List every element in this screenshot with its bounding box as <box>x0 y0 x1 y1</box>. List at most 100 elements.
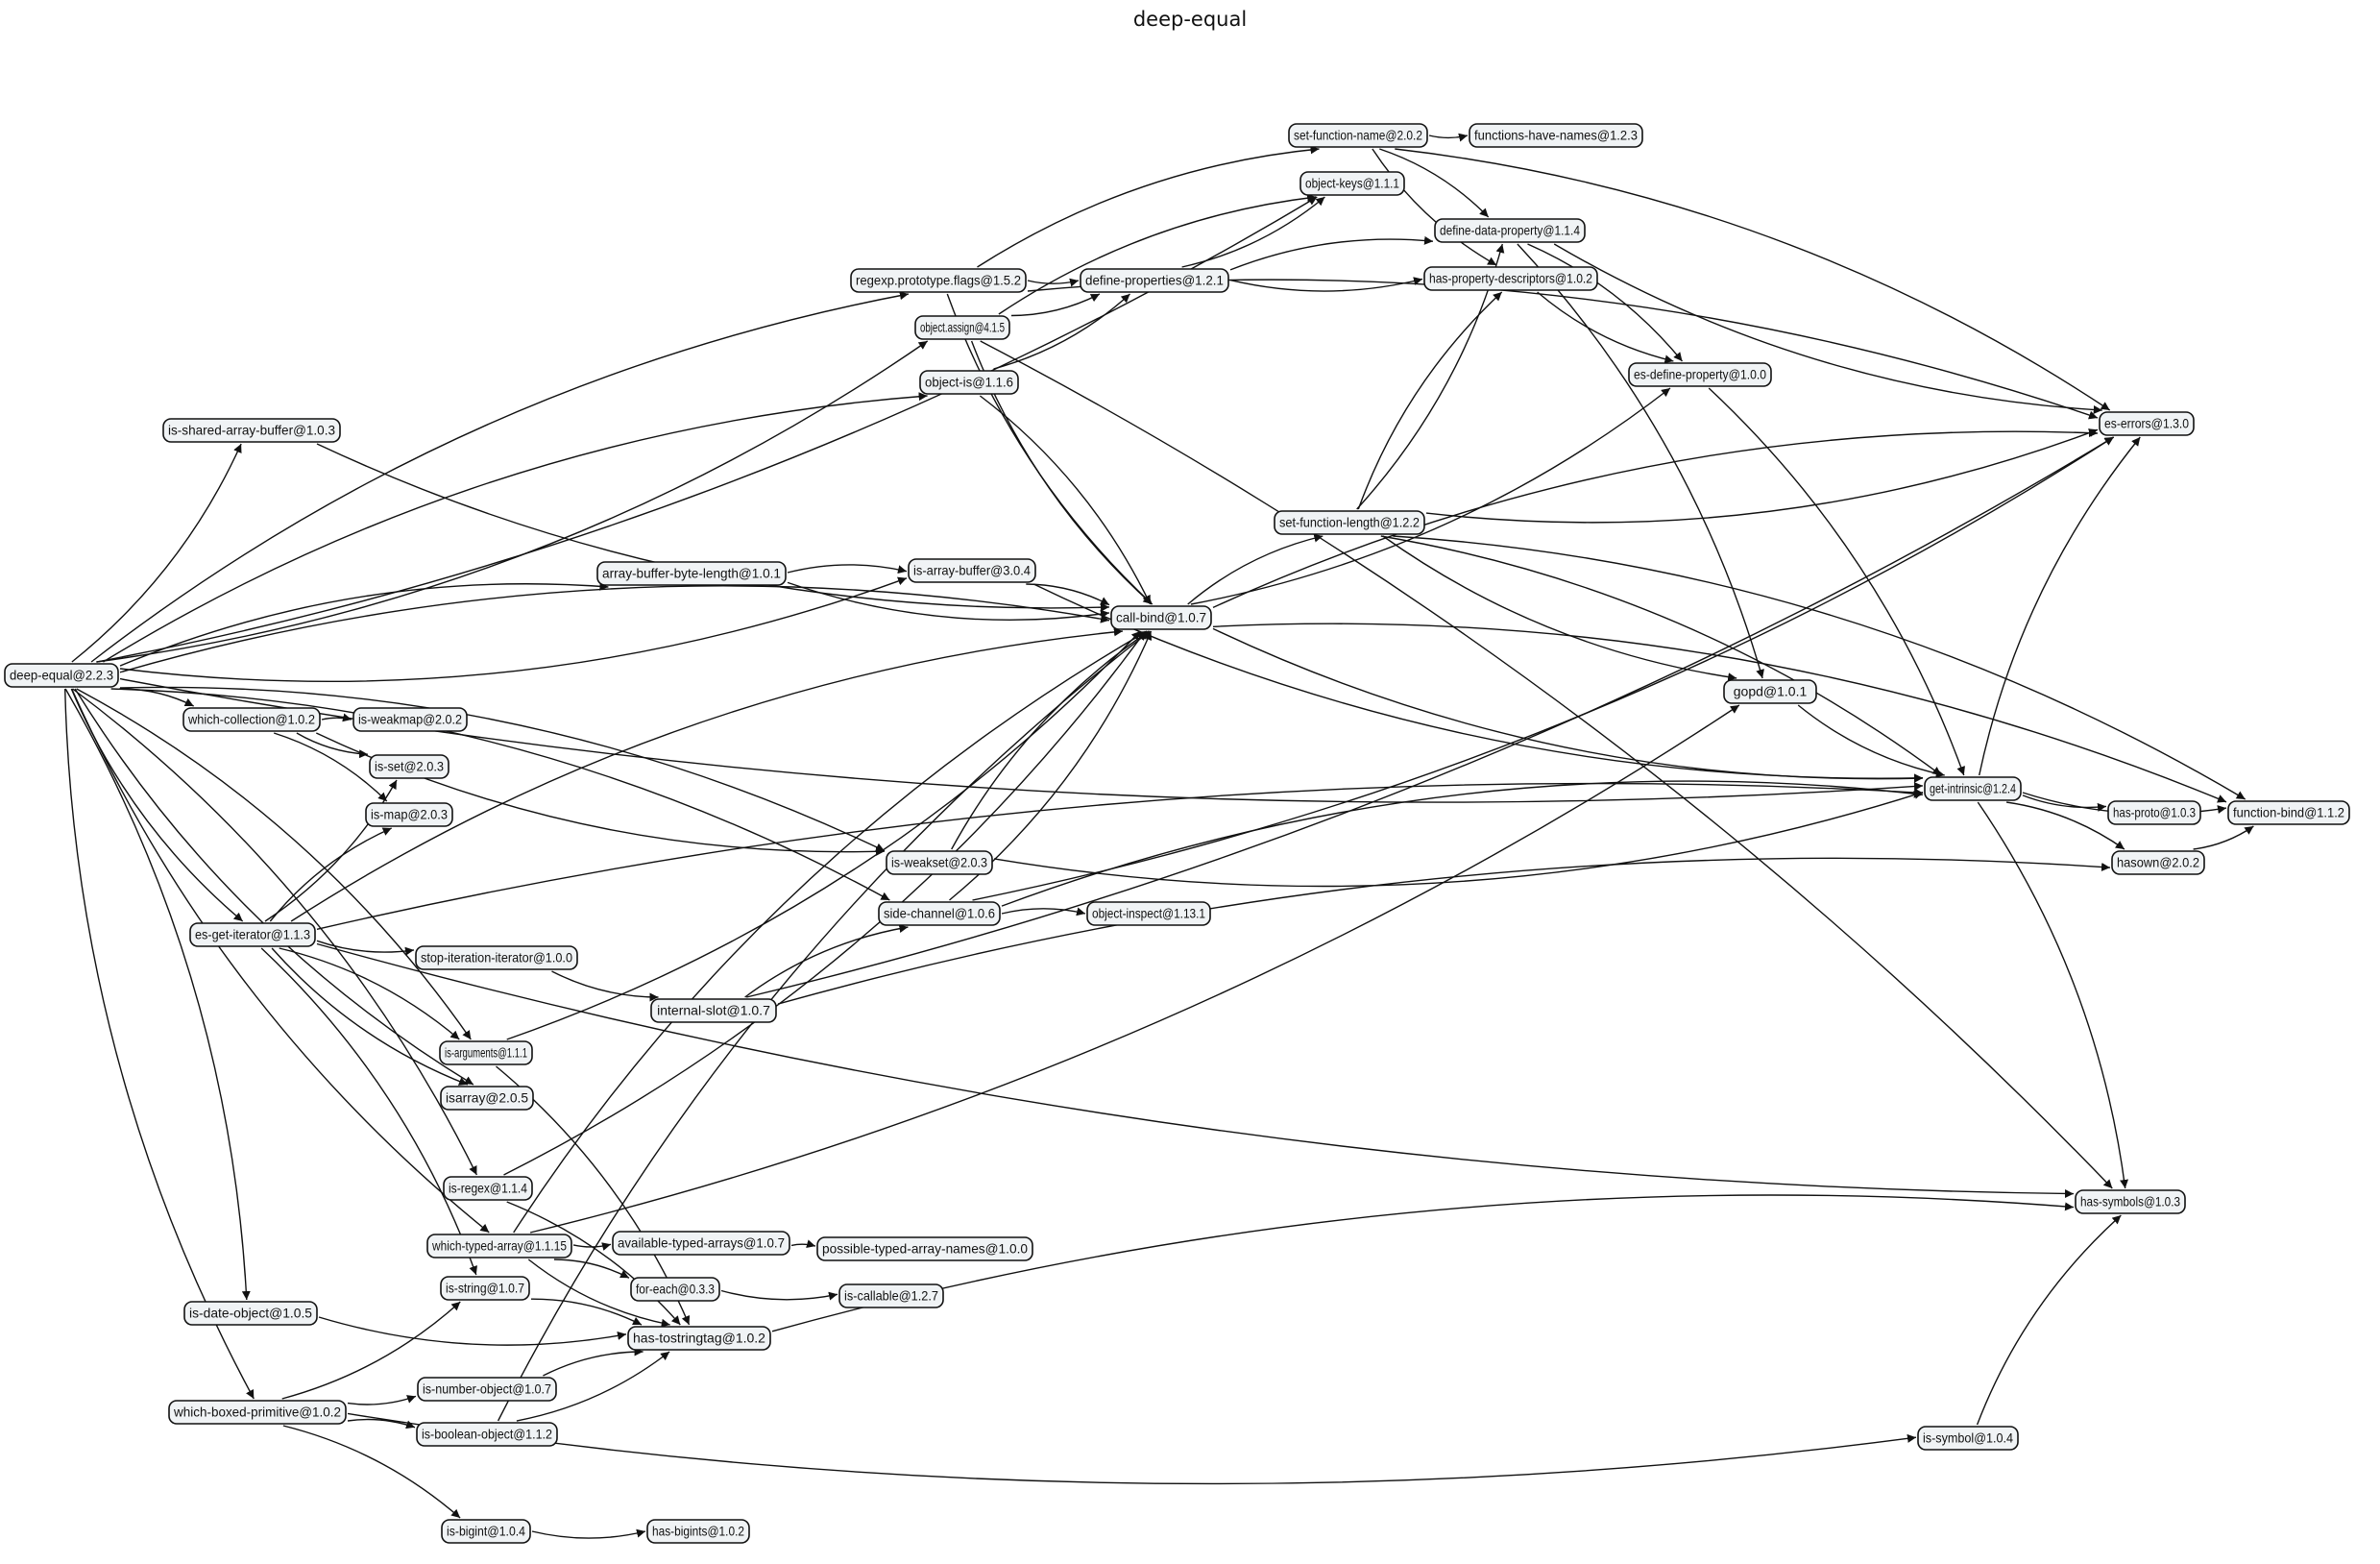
node-for-each[interactable]: for-each@0.3.3 <box>630 1277 720 1302</box>
node-label: regexp.prototype.flags@1.5.2 <box>856 273 1021 288</box>
node-box <box>1288 123 1428 148</box>
node-side-channel[interactable]: side-channel@1.0.6 <box>878 901 1001 926</box>
node-set-function-name[interactable]: set-function-name@2.0.2 <box>1288 123 1428 148</box>
edge-regexp.prototype.flags-to-call-bind <box>946 293 1154 605</box>
node-set-function-length[interactable]: set-function-length@1.2.2 <box>1274 510 1425 535</box>
node-es-errors[interactable]: es-errors@1.3.0 <box>2099 411 2195 436</box>
node-box <box>168 1400 347 1425</box>
node-has-property-descriptors[interactable]: has-property-descriptors@1.0.2 <box>1423 266 1598 291</box>
edge-which-collection-to-is-map <box>273 732 388 802</box>
node-box <box>162 418 341 443</box>
edge-which-typed-array-to-for-each <box>553 1259 630 1279</box>
node-is-callable[interactable]: is-callable@1.2.7 <box>838 1283 944 1308</box>
node-box <box>1080 268 1229 293</box>
node-is-shared-array-buffer[interactable]: is-shared-array-buffer@1.0.3 <box>162 418 341 443</box>
edge-set-function-name-to-has-property-descriptors <box>1372 148 1497 266</box>
node-define-data-property[interactable]: define-data-property@1.1.4 <box>1434 218 1586 243</box>
node-has-proto[interactable]: has-proto@1.0.3 <box>2107 800 2201 825</box>
node-functions-have-names[interactable]: functions-have-names@1.2.3 <box>1469 123 1643 148</box>
node-label: which-typed-array@1.1.15 <box>431 1238 567 1254</box>
node-is-boolean-object[interactable]: is-boolean-object@1.1.2 <box>416 1422 558 1447</box>
node-box <box>1723 679 1817 704</box>
node-has-symbols[interactable]: has-symbols@1.0.3 <box>2075 1189 2186 1214</box>
edge-define-data-property-to-es-define-property <box>1527 243 1684 362</box>
node-box <box>1469 123 1643 148</box>
node-which-collection[interactable]: which-collection@1.0.2 <box>182 707 321 732</box>
node-hasown[interactable]: hasown@2.0.2 <box>2111 850 2205 875</box>
edge-es-get-iterator-to-is-string <box>260 947 477 1276</box>
edge-which-typed-array-to-call-bind <box>513 630 1148 1234</box>
node-get-intrinsic[interactable]: get-intrinsic@1.2.4 <box>1924 776 2022 801</box>
node-box <box>1299 171 1405 196</box>
edge-side-channel-to-get-intrinsic <box>1001 780 1924 907</box>
node-box <box>878 901 1001 926</box>
node-deep-equal[interactable]: deep-equal@2.2.3 <box>4 663 119 688</box>
edge-call-bind-to-es-errors <box>1212 428 2099 609</box>
edge-which-boxed-primitive-to-is-number-object <box>347 1395 417 1405</box>
node-has-bigints[interactable]: has-bigints@1.0.2 <box>646 1519 750 1544</box>
node-available-typed-arrays[interactable]: available-typed-arrays@1.0.7 <box>612 1231 790 1256</box>
edge-deep-equal-to-is-shared-array-buffer <box>71 443 242 663</box>
edge-call-bind-to-es-define-property <box>1190 387 1671 605</box>
node-internal-slot[interactable]: internal-slot@1.0.7 <box>650 998 777 1023</box>
node-label: object-keys@1.1.1 <box>1305 176 1399 191</box>
node-box <box>183 1301 318 1326</box>
node-box <box>612 1231 790 1256</box>
edge-which-boxed-primitive-to-is-symbol <box>347 1412 1917 1485</box>
node-define-properties[interactable]: define-properties@1.2.1 <box>1080 268 1229 293</box>
node-gopd[interactable]: gopd@1.0.1 <box>1723 679 1817 704</box>
node-is-symbol[interactable]: is-symbol@1.0.4 <box>1917 1426 2019 1451</box>
node-which-boxed-primitive[interactable]: which-boxed-primitive@1.0.2 <box>168 1400 347 1425</box>
node-is-weakmap[interactable]: is-weakmap@2.0.2 <box>352 707 468 732</box>
edge-deep-equal-to-is-arguments <box>76 688 472 1040</box>
node-stop-iteration-iterator[interactable]: stop-iteration-iterator@1.0.0 <box>415 945 578 970</box>
edge-deep-equal-to-is-weakset <box>119 686 886 852</box>
node-es-get-iterator[interactable]: es-get-iterator@1.1.3 <box>189 922 316 947</box>
node-is-bigint[interactable]: is-bigint@1.0.4 <box>441 1519 531 1544</box>
node-function-bind[interactable]: function-bind@1.1.2 <box>2227 800 2350 825</box>
node-is-string[interactable]: is-string@1.0.7 <box>440 1276 530 1301</box>
node-is-set[interactable]: is-set@2.0.3 <box>369 754 449 779</box>
node-box <box>886 850 993 875</box>
node-is-map[interactable]: is-map@2.0.3 <box>365 802 453 827</box>
edge-get-intrinsic-to-has-proto <box>2022 794 2107 812</box>
edge-which-boxed-primitive-to-is-boolean-object <box>347 1418 416 1430</box>
edge-which-typed-array-to-gopd <box>529 704 1740 1234</box>
node-label: array-buffer-byte-length@1.0.1 <box>602 566 781 581</box>
node-possible-typed-array-names[interactable]: possible-typed-array-names@1.0.0 <box>816 1236 1033 1261</box>
node-box <box>1086 901 1211 926</box>
node-is-date-object[interactable]: is-date-object@1.0.5 <box>183 1301 318 1326</box>
node-box <box>369 754 449 779</box>
edge-array-buffer-byte-length-to-is-array-buffer <box>787 564 908 574</box>
node-box <box>1110 605 1212 630</box>
node-is-weakset[interactable]: is-weakset@2.0.3 <box>886 850 993 875</box>
edge-array-buffer-byte-length-to-call-bind <box>787 581 1110 622</box>
node-box <box>441 1519 531 1544</box>
node-object.assign[interactable]: object.assign@4.1.5 <box>914 315 1010 340</box>
node-object-keys[interactable]: object-keys@1.1.1 <box>1299 171 1405 196</box>
node-isarray[interactable]: isarray@2.0.5 <box>440 1086 534 1111</box>
node-is-regex[interactable]: is-regex@1.1.4 <box>443 1176 533 1201</box>
node-array-buffer-byte-length[interactable]: array-buffer-byte-length@1.0.1 <box>596 561 787 586</box>
node-label: available-typed-arrays@1.0.7 <box>618 1235 785 1251</box>
node-box <box>2227 800 2350 825</box>
edges-layer <box>64 133 2254 1539</box>
node-regexp.prototype.flags[interactable]: regexp.prototype.flags@1.5.2 <box>850 268 1027 293</box>
node-label: es-define-property@1.0.0 <box>1634 367 1766 382</box>
node-object-inspect[interactable]: object-inspect@1.13.1 <box>1086 901 1211 926</box>
node-is-arguments[interactable]: is-arguments@1.1.1 <box>439 1040 533 1065</box>
node-which-typed-array[interactable]: which-typed-array@1.1.15 <box>426 1234 572 1259</box>
node-is-array-buffer[interactable]: is-array-buffer@3.0.4 <box>908 558 1036 583</box>
node-es-define-property[interactable]: es-define-property@1.0.0 <box>1628 362 1772 387</box>
edge-is-array-buffer-to-call-bind <box>1026 583 1110 606</box>
node-label: is-map@2.0.3 <box>371 807 448 822</box>
node-is-number-object[interactable]: is-number-object@1.0.7 <box>417 1377 557 1402</box>
node-label: get-intrinsic@1.2.4 <box>1930 781 2016 796</box>
node-has-tostringtag[interactable]: has-tostringtag@1.0.2 <box>627 1326 771 1351</box>
node-call-bind[interactable]: call-bind@1.0.7 <box>1110 605 1212 630</box>
node-box <box>1274 510 1425 535</box>
node-label: is-callable@1.2.7 <box>844 1288 938 1304</box>
node-label: gopd@1.0.1 <box>1734 684 1808 699</box>
node-label: is-bigint@1.0.4 <box>447 1524 525 1539</box>
node-object-is[interactable]: object-is@1.1.6 <box>919 370 1019 395</box>
